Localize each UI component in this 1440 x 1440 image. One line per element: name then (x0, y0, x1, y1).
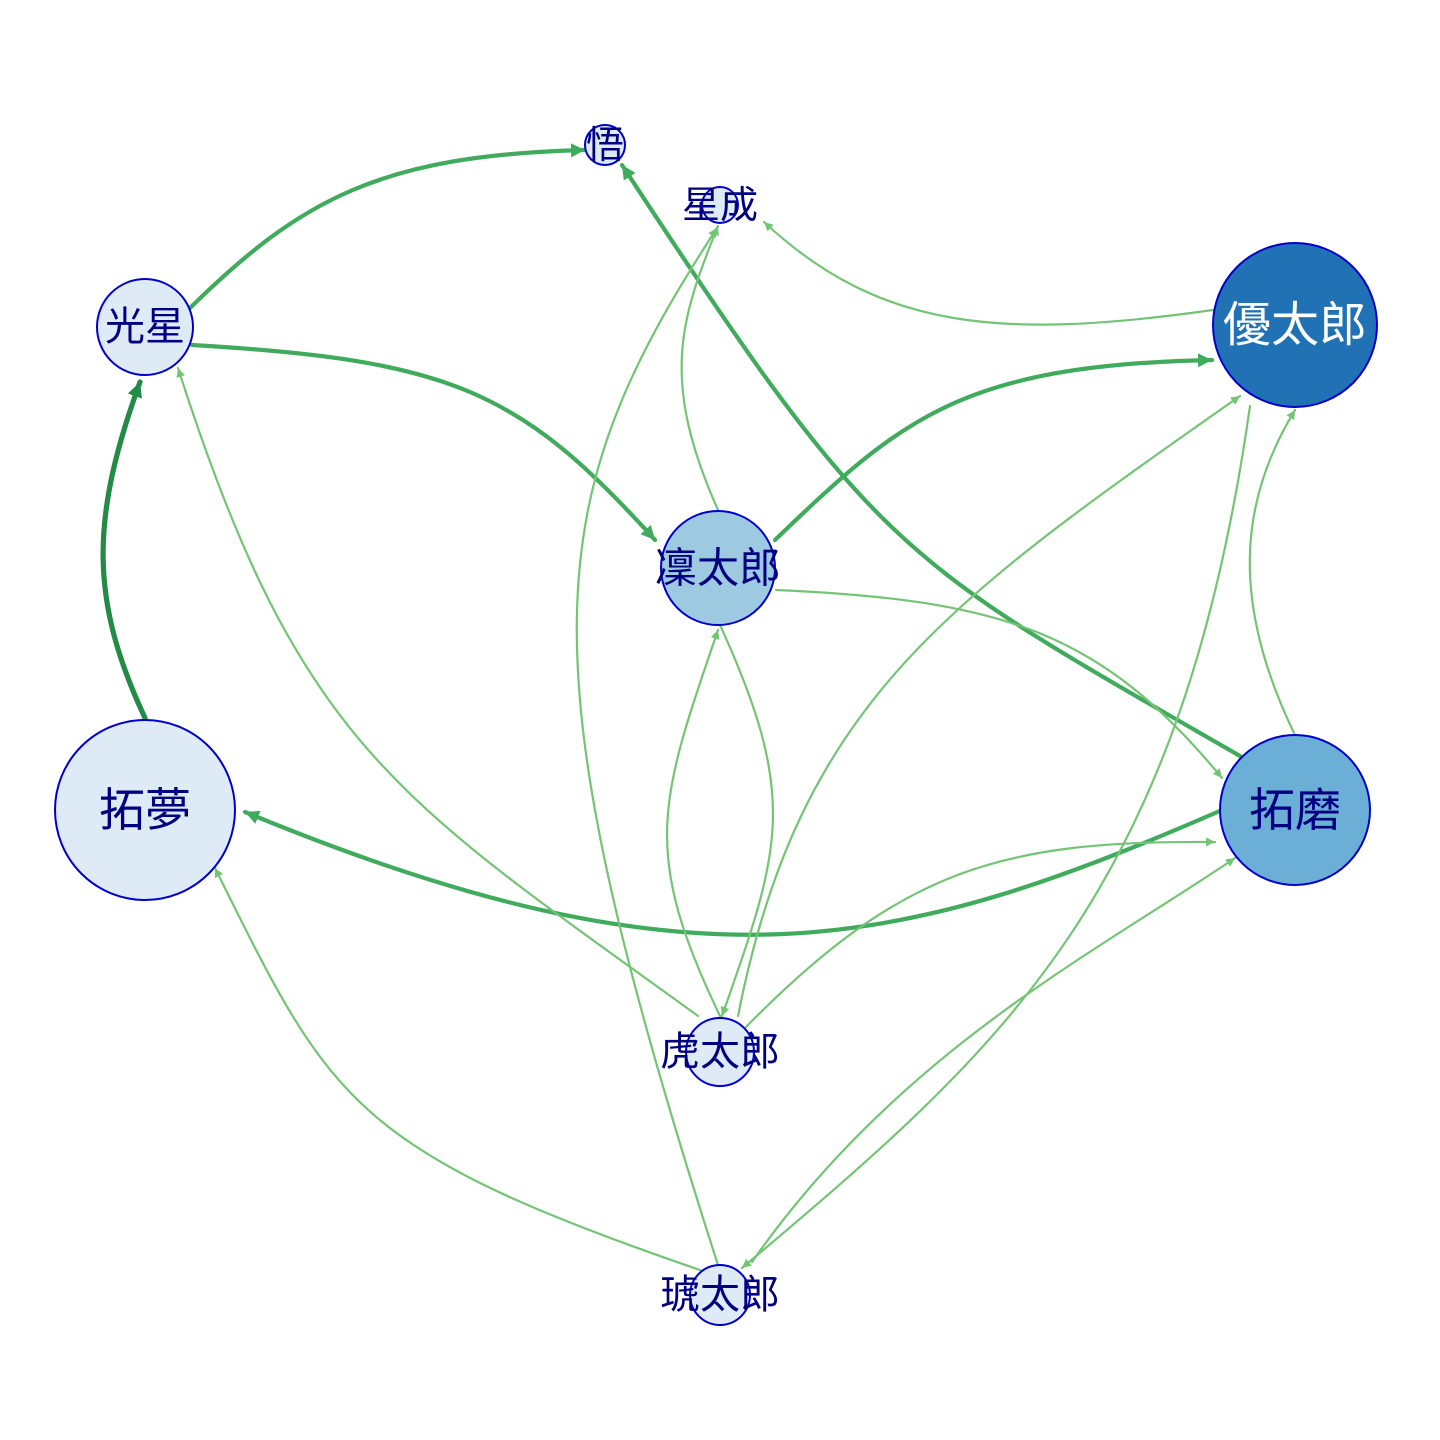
node-label-satoru: 悟 (586, 123, 624, 167)
node-label-yutaro: 優太郎 (1223, 297, 1367, 353)
node-circle-takumu[interactable] (54, 719, 236, 901)
node-label-kotaro: 虎太郎 (660, 1029, 780, 1075)
edge-kotaro-to-kousei (176, 366, 700, 1018)
node-label-takuma: 拓磨 (1249, 783, 1341, 837)
edge-takuma-to-yutaro (1248, 408, 1297, 735)
edge-kousei-to-rintaro (189, 342, 658, 543)
node-circle-kotaro[interactable] (685, 1017, 755, 1087)
node-label-rintaro: 凜太郎 (655, 544, 781, 593)
node-kousei[interactable]: 光星 (96, 278, 194, 376)
node-rintaro[interactable]: 凜太郎 (655, 510, 781, 626)
edge-kotaro2-to-takumu (213, 866, 702, 1272)
edge-kotaro-to-rintaro (665, 628, 722, 1018)
node-seisei[interactable]: 星成 (682, 183, 758, 227)
edge-layer (100, 143, 1297, 1272)
node-kotaro2[interactable]: 琥太郎 (660, 1264, 780, 1326)
edge-takumu-to-kousei (100, 379, 148, 721)
node-label-kousei: 光星 (105, 304, 185, 350)
edge-kotaro-to-takuma (743, 837, 1217, 1030)
node-label-kotaro2: 琥太郎 (660, 1272, 780, 1318)
edge-takuma-to-satoru (619, 162, 1243, 759)
node-circle-takuma[interactable] (1219, 734, 1371, 886)
node-yutaro[interactable]: 優太郎 (1212, 242, 1378, 408)
node-circle-rintaro[interactable] (660, 510, 776, 626)
edge-rintaro-to-takuma (774, 588, 1224, 780)
edge-kotaro-to-yutaro (736, 394, 1242, 1018)
edge-kotaro2-to-takuma (750, 856, 1237, 1264)
node-label-takumu: 拓夢 (99, 783, 191, 837)
edge-yutaro-to-kotaro2 (740, 404, 1252, 1270)
edge-kotaro2-to-seisei (575, 226, 720, 1267)
edge-takuma-to-takumu (242, 807, 1225, 937)
edge-kousei-to-satoru (187, 143, 588, 311)
node-satoru[interactable]: 悟 (584, 123, 626, 167)
node-circle-kotaro2[interactable] (689, 1264, 751, 1326)
node-takuma[interactable]: 拓磨 (1219, 734, 1371, 886)
node-takumu[interactable]: 拓夢 (54, 719, 236, 901)
edge-rintaro-to-kotaro (718, 623, 775, 1018)
node-kotaro[interactable]: 虎太郎 (660, 1017, 780, 1087)
node-label-seisei: 星成 (682, 183, 758, 227)
node-circle-seisei[interactable] (701, 186, 739, 224)
node-circle-kousei[interactable] (96, 278, 194, 376)
node-circle-yutaro[interactable] (1212, 242, 1378, 408)
edge-yutaro-to-seisei (762, 220, 1215, 326)
edge-rintaro-to-yutaro (772, 353, 1215, 543)
node-circle-satoru[interactable] (584, 124, 626, 166)
edge-rintaro-to-seisei (680, 224, 720, 512)
